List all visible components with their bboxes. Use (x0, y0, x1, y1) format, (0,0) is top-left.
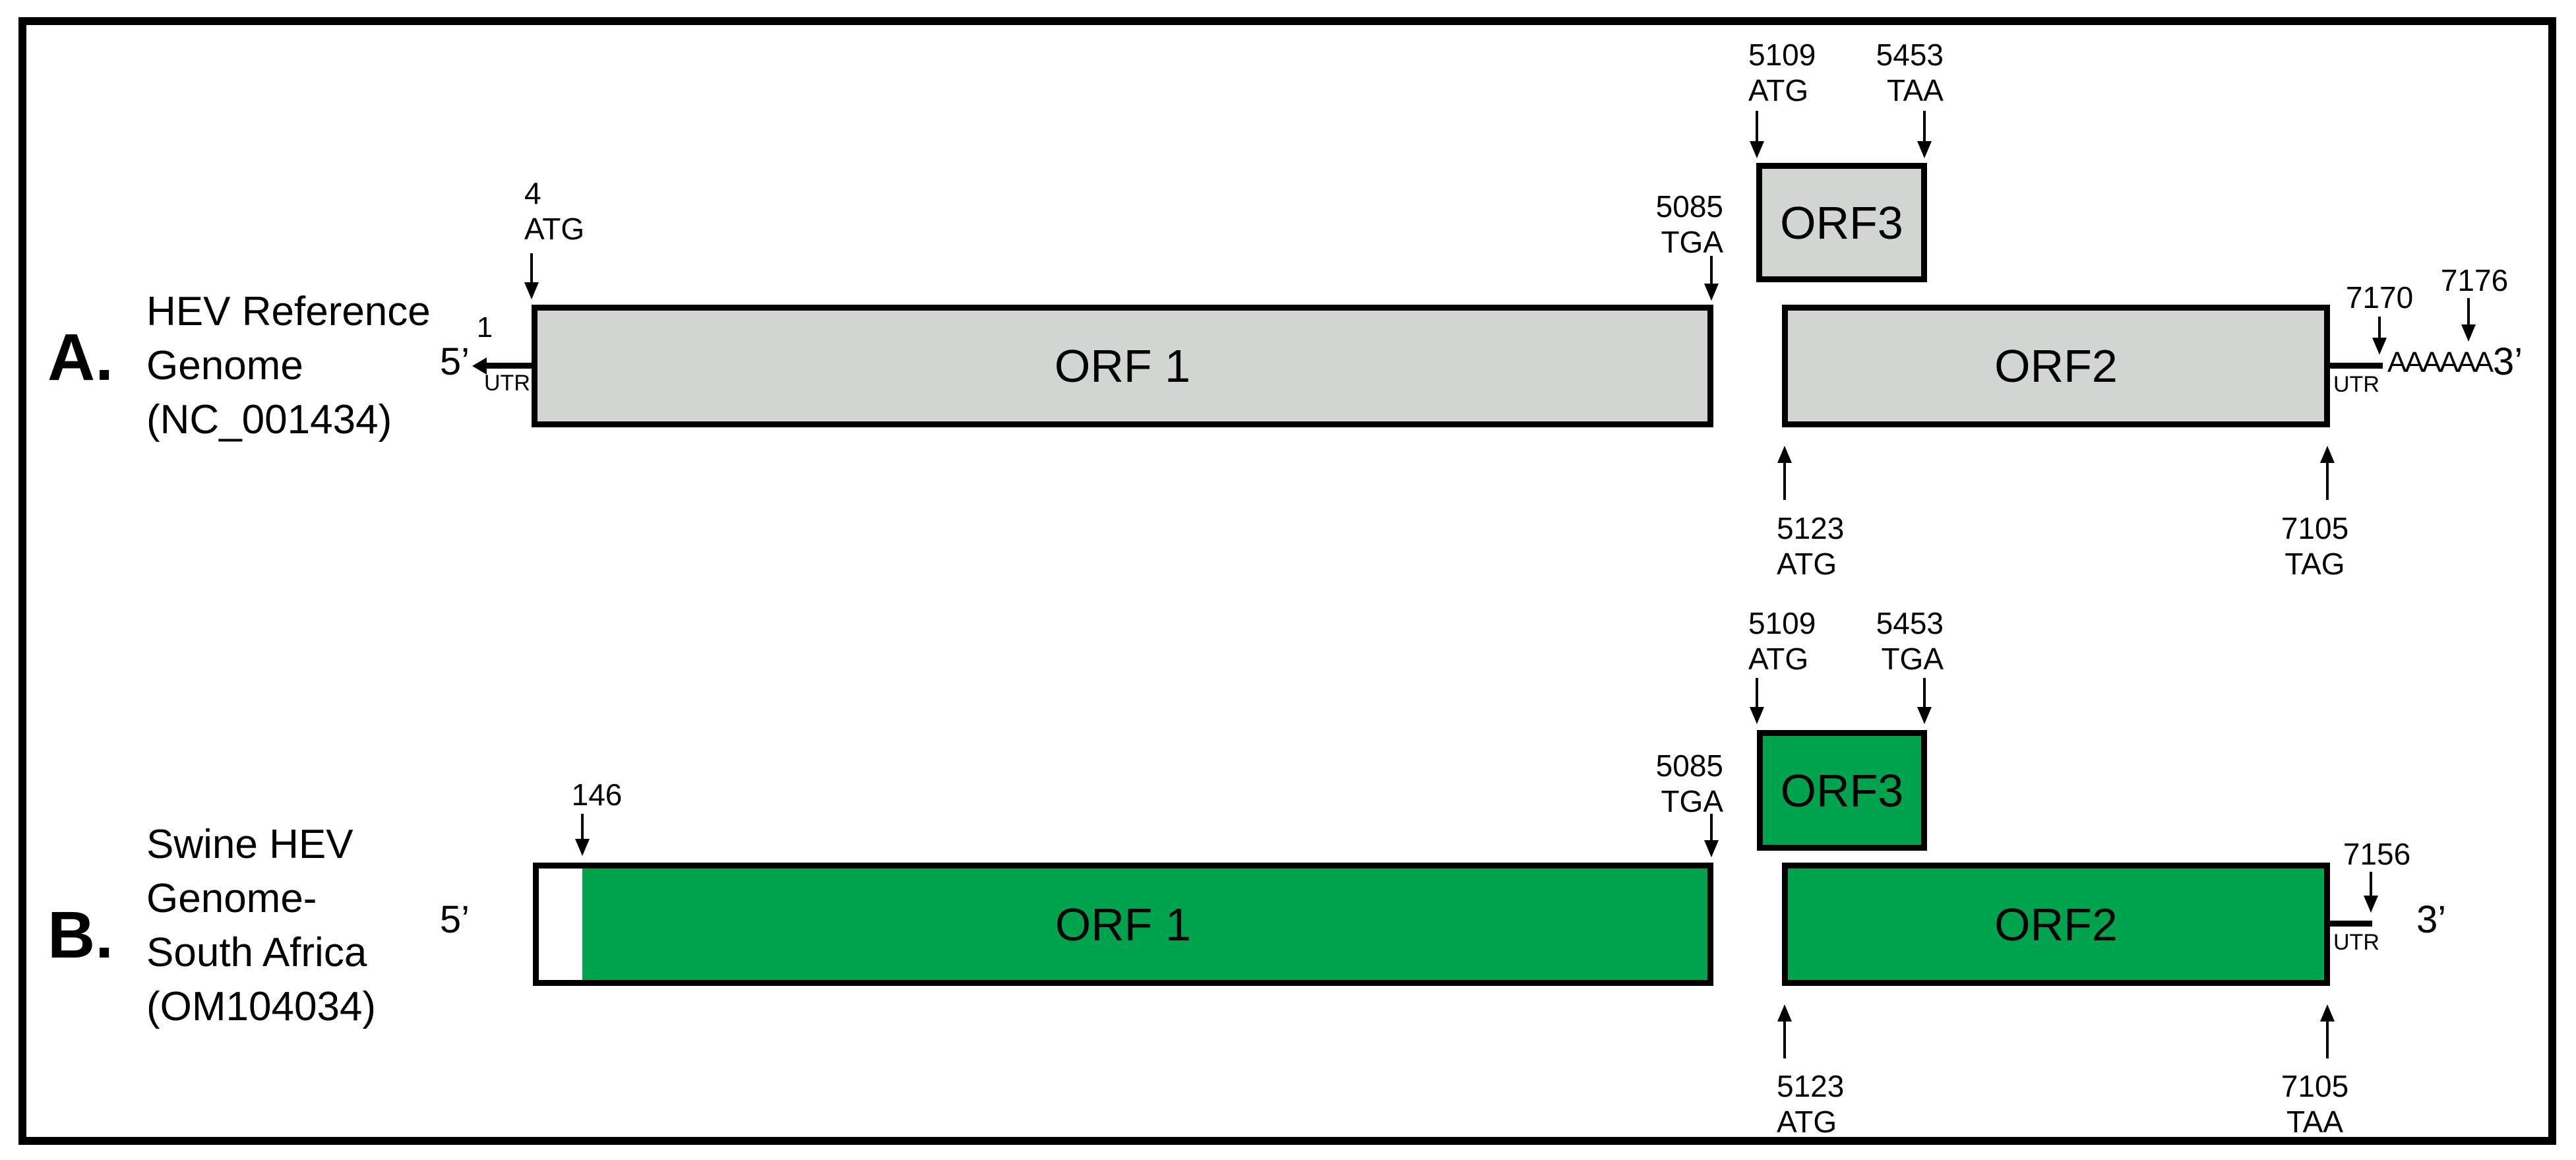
panel-b-title-line-4: (OM104034) (146, 984, 377, 1029)
panel-b-sequence-start-arrow (581, 814, 584, 839)
panel-a-orf3-start-pos: 5109 (1748, 38, 1816, 72)
panel-b-title-line-1: Swine HEV (146, 822, 353, 867)
panel-b-orf1-box: ORF 1 (533, 863, 1713, 986)
panel-a-title-line-1: HEV Reference (146, 289, 431, 334)
panel-b-orf3-start-codon: ATG (1748, 642, 1809, 676)
panel-b-orf3-start-pos: 5109 (1748, 606, 1816, 640)
panel-b-orf2-end-arrow (2326, 1022, 2329, 1058)
panel-b-utr3-label: UTR (2333, 930, 2379, 955)
panel-a-utr3-end-arrow (2378, 317, 2381, 338)
panel-a-orf1-label: ORF 1 (1054, 340, 1191, 392)
panel-a-utr3-line (2330, 363, 2383, 369)
panel-b-orf2-start-annotation: 5123 ATG (1777, 1068, 1844, 1140)
panel-a-orf2-start-arrow (1783, 463, 1786, 500)
panel-a-utr5-line (484, 363, 533, 369)
panel-a-orf1-start-pos: 4 (524, 176, 541, 210)
panel-a-orf3-box: ORF3 (1756, 163, 1927, 282)
panel-b-orf1-end-pos: 5085 (1655, 748, 1723, 783)
panel-a-orf3-label: ORF3 (1780, 197, 1903, 249)
panel-a-orf1-box: ORF 1 (532, 305, 1713, 427)
panel-b-orf1-label: ORF 1 (1055, 898, 1192, 950)
panel-b-orf2-start-pos: 5123 (1777, 1069, 1845, 1103)
panel-a-orf2-start-codon: ATG (1777, 547, 1837, 581)
panel-a-three-prime-label: 3’ (2493, 340, 2523, 383)
panel-b-orf1-end-arrow (1710, 814, 1713, 840)
panel-a-orf3-end-codon: TAA (1886, 73, 1944, 107)
panel-a-orf3-end-annotation: 5453 TAA (1838, 37, 1944, 108)
panel-b-letter: B. (47, 898, 113, 972)
panel-a-position-1-label: 1 (476, 311, 493, 344)
panel-a-orf1-end-annotation: 5085 TGA (1618, 189, 1723, 260)
panel-b-orf2-end-codon: TAA (2286, 1105, 2344, 1139)
panel-b-orf3-end-annotation: 5453 TGA (1838, 605, 1944, 677)
panel-a-orf1-end-arrow (1710, 256, 1713, 284)
panel-b-five-prime-label: 5’ (439, 898, 470, 941)
panel-b-orf2-box: ORF2 (1782, 863, 2330, 986)
panel-a-orf1-start-codon: ATG (524, 212, 585, 246)
panel-b-orf2-label: ORF2 (1994, 898, 2118, 950)
panel-b-orf3-box: ORF3 (1757, 730, 1927, 851)
panel-a-polya-tail: AAAAAA (2387, 346, 2494, 379)
panel-a-title-line-3: (NC_001434) (146, 397, 392, 443)
panel-a-orf1-start-annotation: 4 ATG (524, 175, 584, 247)
panel-a-orf2-start-annotation: 5123 ATG (1777, 510, 1844, 582)
panel-a-orf2-end-pos: 7105 (2281, 511, 2349, 545)
panel-a-orf2-start-pos: 5123 (1777, 511, 1845, 545)
panel-b-three-prime-label: 3’ (2416, 898, 2447, 941)
panel-a-orf3-start-annotation: 5109 ATG (1748, 37, 1816, 108)
panel-a-orf2-end-arrow (2326, 463, 2329, 500)
panel-a-orf2-box: ORF2 (1782, 305, 2330, 427)
panel-b-sequence-start-annotation: 146 (571, 778, 623, 812)
panel-b-orf1-sequenced-fill (582, 869, 1707, 980)
panel-b-orf2-start-arrow (1783, 1022, 1786, 1058)
panel-b-orf2-end-annotation: 7105 TAA (2261, 1068, 2369, 1140)
figure-border (18, 17, 2556, 1145)
panel-a-orf3-end-pos: 5453 (1876, 38, 1944, 72)
panel-a-orf3-end-arrow (1923, 111, 1926, 141)
panel-a-letter: A. (47, 321, 113, 394)
panel-b-orf3-end-arrow (1923, 678, 1926, 707)
panel-a-orf3-start-codon: ATG (1748, 73, 1809, 107)
panel-b-orf3-label: ORF3 (1780, 764, 1904, 816)
panel-a-orf2-label: ORF2 (1994, 340, 2118, 392)
panel-a-genome-end-arrow (2467, 298, 2470, 324)
panel-a-orf2-end-annotation: 7105 TAG (2261, 510, 2369, 582)
panel-b-utr3-end-arrow (2370, 872, 2372, 896)
panel-a-utr5-label: UTR (484, 371, 530, 396)
panel-a-five-prime-arrowhead-icon (472, 357, 487, 375)
panel-a-title-line-2: Genome (146, 343, 303, 388)
panel-b-utr3-line (2330, 921, 2372, 927)
panel-a-orf1-start-arrow (530, 253, 533, 282)
panel-a-orf1-end-codon: TGA (1661, 225, 1723, 259)
panel-a-orf3-start-arrow (1756, 111, 1758, 141)
panel-b-orf1-end-annotation: 5085 TGA (1618, 748, 1723, 819)
panel-b-utr3-end-annotation: 7156 (2343, 837, 2411, 871)
panel-a-orf1-end-pos: 5085 (1655, 189, 1723, 224)
panel-a-five-prime-label: 5’ (439, 340, 470, 383)
panel-b-orf3-end-codon: TGA (1881, 642, 1944, 676)
panel-a-orf2-end-codon: TAG (2285, 547, 2345, 581)
panel-b-orf2-end-pos: 7105 (2281, 1069, 2349, 1103)
panel-a-genome-end-annotation: 7176 (2440, 263, 2509, 297)
panel-b-orf1-end-codon: TGA (1661, 784, 1723, 818)
panel-b-orf3-start-annotation: 5109 ATG (1748, 605, 1816, 677)
panel-a-utr3-label: UTR (2333, 372, 2379, 397)
panel-b-orf2-start-codon: ATG (1777, 1105, 1837, 1139)
panel-b-orf3-end-pos: 5453 (1876, 606, 1944, 640)
panel-a-utr3-end-annotation: 7170 (2345, 280, 2414, 315)
panel-b-title-line-3: South Africa (146, 930, 367, 975)
panel-b-title-line-2: Genome- (146, 876, 317, 921)
panel-b-orf3-start-arrow (1756, 678, 1758, 707)
